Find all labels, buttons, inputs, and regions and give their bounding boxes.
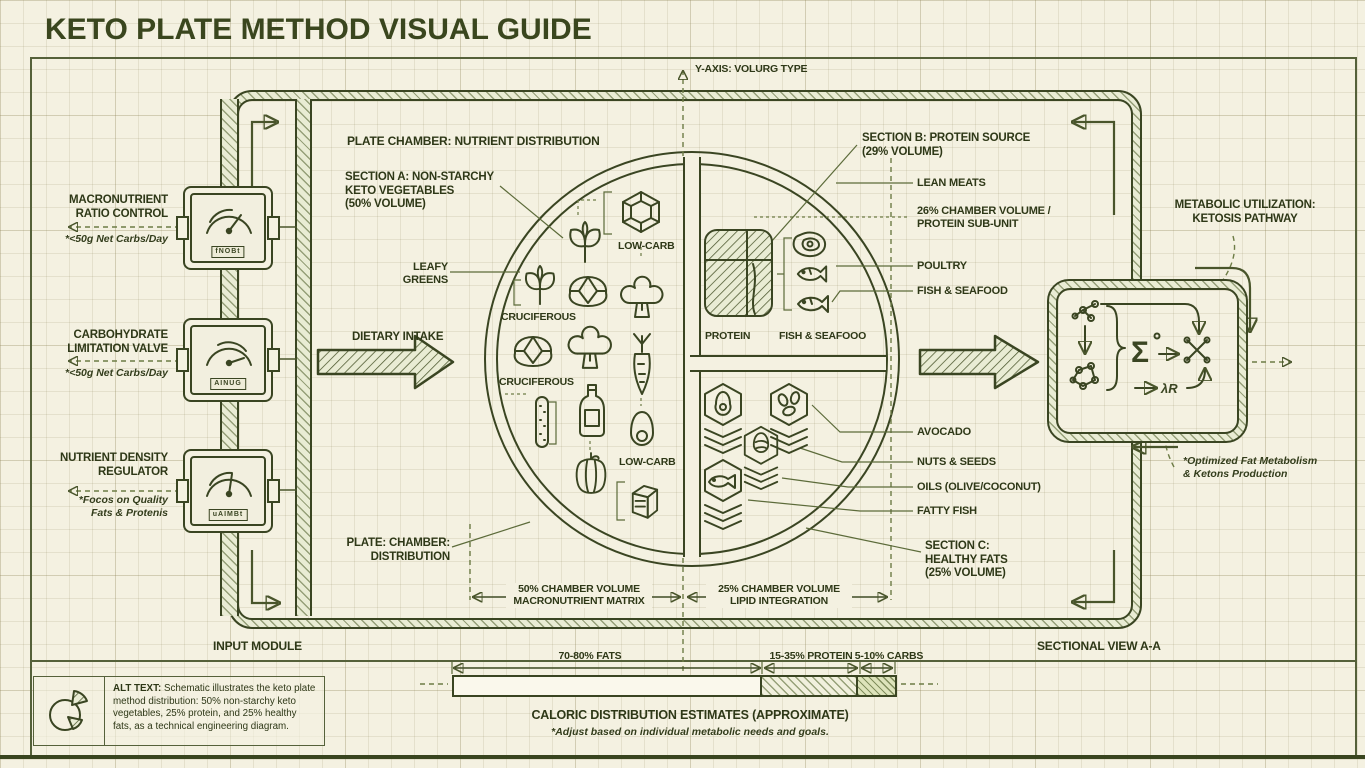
module-note-nutrient-density: *Focos on Quality Fats & Protenis	[78, 494, 168, 519]
pressure-gauge-icon	[206, 208, 252, 235]
dim-a-label: 50% CHAMBER VOLUME MACRONUTRIENT MATRIX	[506, 583, 652, 608]
broccoli-icon	[567, 325, 612, 369]
label-protein: PROTEIN	[705, 330, 751, 342]
plate-distribution-label: PLATE: CHAMBER: DISTRIBUTION	[346, 537, 451, 563]
flow-arrow-bottom-right	[1074, 550, 1116, 602]
gem-vegetable-icon	[622, 191, 660, 233]
input-partition-wall	[295, 99, 312, 616]
sigma-symbol: Σ	[1131, 336, 1149, 369]
label-cruciferous-2: CRUCIFEROUS	[499, 376, 574, 388]
caloric-seg-label-fats: 70-80% FATS	[558, 650, 622, 662]
metabolic-module	[1047, 279, 1248, 443]
section-c-title: SECTION C: HEALTHY FATS (25% VOLUME)	[925, 540, 1008, 580]
bottom-edge-band	[0, 755, 1365, 759]
gauge-tag: fNOBt	[211, 246, 245, 258]
carrot-icon	[633, 333, 651, 395]
frame-divider	[30, 660, 1355, 662]
leafy-green-icon	[525, 264, 555, 306]
caloric-seg-label-carbs: 5-10% CARBS	[854, 650, 924, 662]
caloric-title: CALORIC DISTRIBUTION ESTIMATES (APPROXIM…	[531, 708, 849, 722]
callout-chamber-volume: 26% CHAMBER VOLUME / PROTEIN SUB-UNIT	[917, 205, 1051, 230]
cabbage-icon	[513, 336, 553, 367]
gauge-module-3: uAIMBt	[176, 449, 280, 533]
module-note-macronutrient: *<50g Net Carbs/Day	[64, 233, 168, 245]
caloric-seg-label-protein: 15-35% PROTEIN	[769, 650, 853, 662]
callout-nuts-seeds: NUTS & SEEDS	[917, 456, 996, 468]
page-title: KETO PLATE METHOD VISUAL GUIDE	[45, 13, 592, 46]
module-label-nutrient-density: NUTRIENT DENSITY REGULATOR	[60, 452, 168, 478]
plate-horizontal-divider	[690, 355, 886, 372]
gauge-module-2: AINUG	[176, 318, 280, 402]
callout-fish-seafood: FISH & SEAFOOD	[917, 285, 1008, 297]
alt-text-label: ALT TEXT:	[113, 683, 162, 694]
protein-group-bracket	[777, 237, 792, 311]
input-module-label: INPUT MODULE	[213, 639, 302, 653]
flow-arrow-top-left	[250, 122, 276, 215]
label-cruciferous-1: CRUCIFEROUS	[501, 311, 576, 323]
module-label-carbohydrate: CARBOHYDRATE LIMITATION VALVE	[67, 329, 168, 355]
callout-poultry: POULTRY	[917, 260, 967, 272]
dietary-intake-arrow	[316, 334, 455, 390]
protein-quadrant-icon	[704, 229, 773, 317]
ketosis-pathway-diagram: Σ λR	[1069, 300, 1230, 396]
leafy-green-icon	[569, 221, 601, 263]
caloric-note: *Adjust based on individual metabolic ne…	[551, 726, 829, 738]
alt-text-body: Schematic illustrates the keto plate met…	[113, 683, 316, 733]
cheese-block-icon	[631, 485, 659, 519]
dietary-intake-label: DIETARY INTAKE	[352, 331, 444, 343]
section-b-title: SECTION B: PROTEIN SOURCE (29% VOLUME)	[862, 132, 1031, 158]
sectional-view-label: SECTIONAL VIEW A-A	[1037, 639, 1161, 653]
callout-lean-meats: LEAN MEATS	[917, 177, 986, 189]
metabolic-note: *Optimized Fat Metabolism & Ketons Produ…	[1183, 455, 1318, 480]
dim-b-label: 25% CHAMBER VOLUME LIPID INTEGRATION	[706, 583, 852, 608]
broccoli-icon	[620, 275, 664, 318]
alt-text: ALT TEXT: Schematic illustrates the keto…	[105, 677, 324, 745]
section-a-title: SECTION A: NON-STARCHY KETO VEGETABLES (…	[345, 171, 494, 211]
fish-icon	[796, 265, 828, 283]
pie-chart-icon	[49, 690, 88, 731]
pressure-gauge-icon	[206, 341, 252, 367]
plate-distribution-leader	[451, 521, 531, 548]
label-low-carb-bottom: LOW-CARB	[619, 456, 676, 468]
steak-icon	[792, 231, 827, 258]
fish-icon	[797, 295, 829, 313]
section-c-leader	[805, 527, 922, 553]
cabbage-icon	[568, 276, 608, 307]
flow-arrow-top-right	[1074, 122, 1116, 215]
label-low-carb-top: LOW-CARB	[618, 240, 675, 252]
avocado-icon	[630, 411, 654, 446]
callout-fatty-fish: FATTY FISH	[917, 505, 977, 517]
gauge-tag: AINUG	[210, 378, 246, 390]
pressure-gauge-icon	[206, 471, 252, 498]
hex-oil-nut-icon	[743, 425, 779, 490]
flow-arrow-bottom-left	[250, 550, 278, 603]
bell-pepper-icon	[575, 452, 607, 494]
module-note-carbohydrate: *<50g Net Carbs/Day	[64, 367, 168, 379]
alt-text-box: ALT TEXT: Schematic illustrates the keto…	[33, 676, 325, 746]
metabolic-title: METABOLIC UTILIZATION: KETOSIS PATHWAY	[1174, 199, 1316, 225]
plate-rim-outer	[484, 151, 900, 567]
pie-chart-cell	[34, 677, 105, 745]
callout-oils: OILS (OLIVE/COCONUT)	[917, 481, 1041, 493]
label-fish-seafood-inner: FISH & SEAFOOO	[779, 330, 867, 342]
caloric-segment-carbs	[858, 677, 895, 695]
cucumber-icon	[535, 396, 549, 448]
hex-fatty-fish-icon	[704, 459, 742, 530]
gauge-tag: uAIMBt	[208, 509, 248, 521]
gauge-module-1: fNOBt	[176, 186, 280, 270]
y-axis-label: Y-AXIS: VOLURG TYPE	[695, 63, 808, 75]
chamber-title: PLATE CHAMBER: NUTRIENT DISTRIBUTION	[347, 134, 600, 148]
metabolic-note-leader	[1164, 420, 1175, 468]
module-label-macronutrient: MACRONUTRIENT RATIO CONTROL	[69, 194, 168, 220]
callout-avocado: AVOCADO	[917, 426, 972, 438]
caloric-segment-protein	[760, 677, 858, 695]
label-leafy-greens: LEAFY GREENS	[402, 261, 448, 286]
section-a-leader	[499, 185, 564, 239]
hex-avocado-icon	[704, 383, 742, 454]
oil-bottle-icon	[579, 384, 605, 437]
caloric-distribution-bar	[452, 675, 897, 697]
output-flow-arrow	[918, 334, 1040, 390]
lambda-symbol: λR	[1160, 381, 1178, 396]
